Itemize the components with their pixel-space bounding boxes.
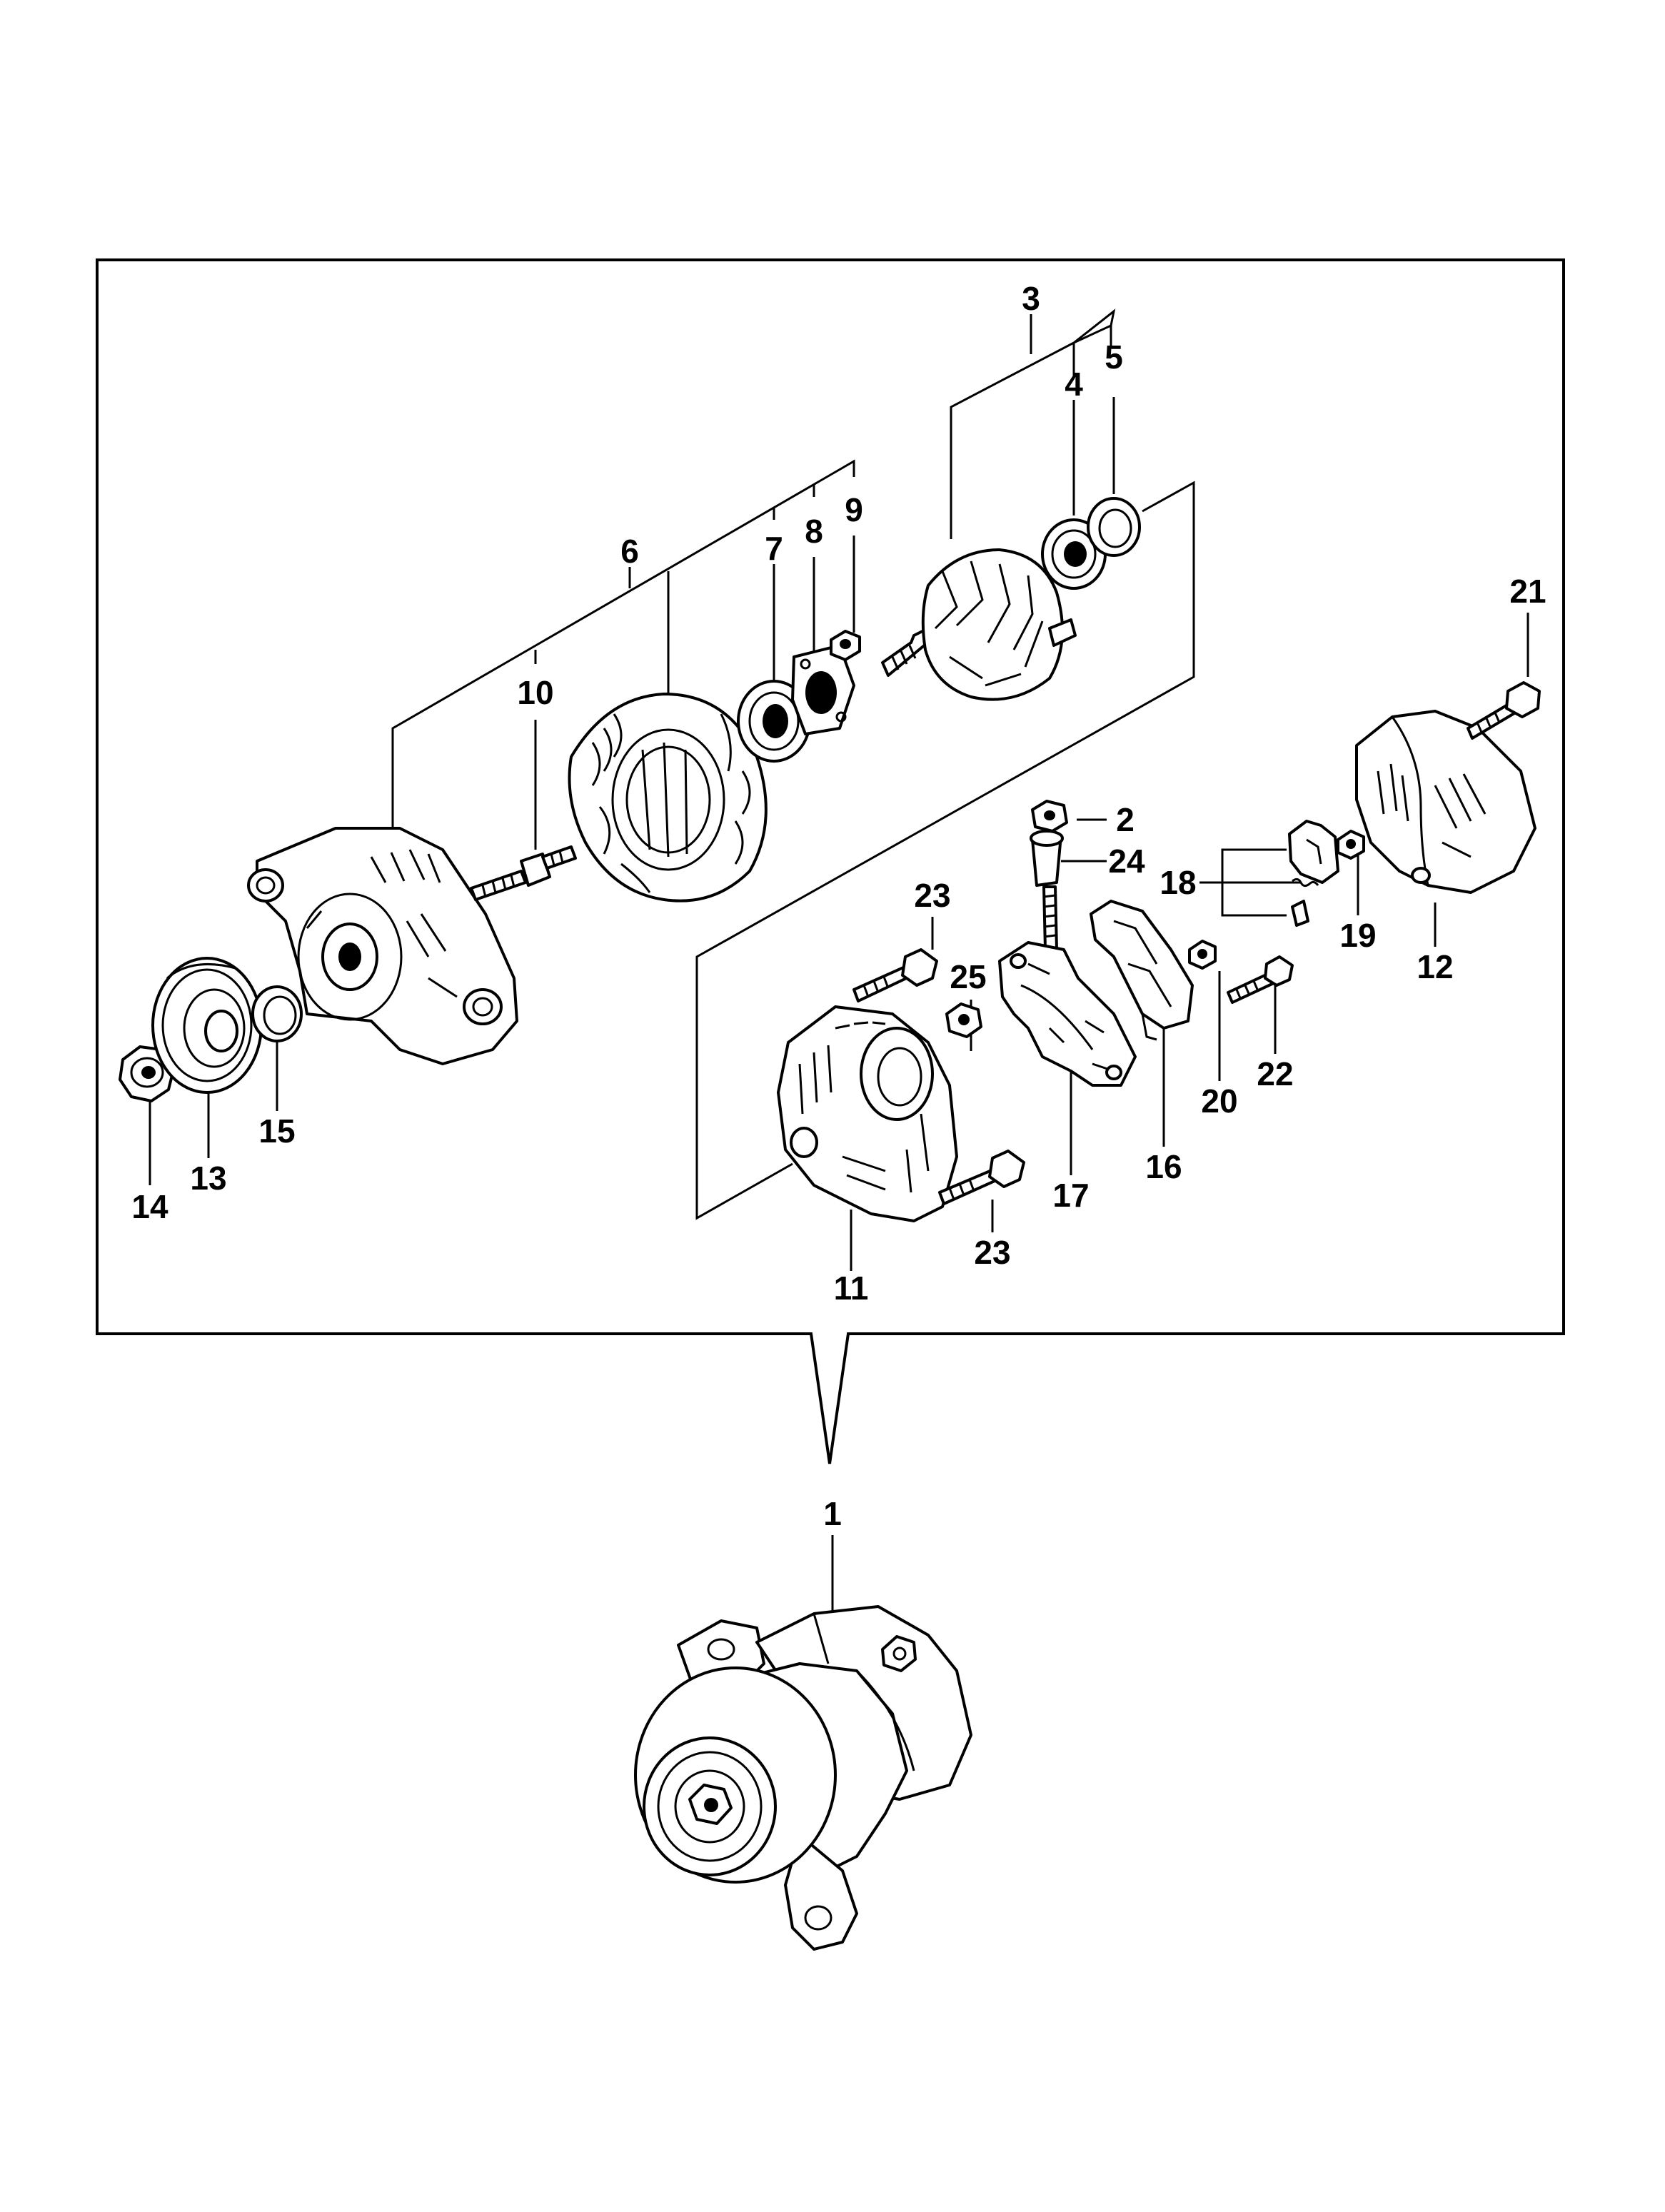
- cover-bolt: [1467, 681, 1541, 740]
- callout-10: 10: [517, 674, 553, 711]
- callout-12: 12: [1417, 948, 1453, 985]
- spacer-collar: [251, 985, 303, 1042]
- rear-frame-bolt-lower: [938, 1150, 1025, 1205]
- callout-16: 16: [1145, 1148, 1182, 1185]
- callout-5: 5: [1105, 338, 1123, 376]
- callout-15: 15: [258, 1112, 295, 1150]
- regulator-screw: [1188, 940, 1217, 970]
- rectifier: [998, 885, 1137, 1087]
- brush-set: [1288, 820, 1339, 927]
- callout-22: 22: [1257, 1055, 1293, 1092]
- callout-4: 4: [1065, 366, 1083, 403]
- callout-19: 19: [1339, 917, 1376, 954]
- brush-holder-screw: [1337, 830, 1365, 860]
- callout-6: 6: [620, 533, 639, 570]
- rear-cover: [1355, 710, 1536, 894]
- callout-23-upper: 23: [914, 877, 950, 914]
- callout-8: 8: [805, 513, 823, 550]
- rotor: [881, 548, 1077, 701]
- callout-23-lower: 23: [974, 1234, 1010, 1271]
- terminal-nut: [945, 1002, 982, 1038]
- callout-7: 7: [765, 530, 783, 567]
- pulley: [151, 957, 263, 1094]
- stator: [568, 693, 768, 903]
- callout-9: 9: [845, 491, 863, 528]
- exploded-view-frame: [96, 258, 1565, 1464]
- callout-24: 24: [1108, 843, 1145, 880]
- retainer-screw: [830, 630, 861, 661]
- insulating-bushing: [1030, 830, 1064, 887]
- callout-21: 21: [1509, 573, 1546, 610]
- rear-frame: [777, 1005, 958, 1222]
- bearing-cover: [1087, 497, 1141, 557]
- callout-2: 2: [1116, 801, 1135, 838]
- callout-20: 20: [1201, 1082, 1237, 1120]
- callout-3: 3: [1022, 280, 1040, 317]
- regulator-bolt: [1227, 955, 1294, 1004]
- regulator-brush-holder: [1090, 900, 1194, 1041]
- bearing-retainer: [791, 644, 855, 735]
- callout-17: 17: [1052, 1177, 1089, 1214]
- stud-bolt: [470, 845, 577, 901]
- callout-18: 18: [1160, 864, 1196, 901]
- callout-25: 25: [950, 958, 986, 995]
- callout-11: 11: [834, 1270, 869, 1307]
- b-terminal-nut: [1031, 800, 1068, 833]
- callout-labels: 1 2 3 4 5 6 7 8 9 10 11 12 13 14 15 16 1…: [131, 280, 1546, 1532]
- callout-13: 13: [190, 1160, 226, 1197]
- alternator-assembly: [634, 1605, 972, 1951]
- rear-frame-bolt-upper: [852, 948, 938, 1002]
- drive-end-frame: [247, 827, 518, 1065]
- callout-14: 14: [131, 1188, 168, 1225]
- callout-1: 1: [823, 1495, 842, 1532]
